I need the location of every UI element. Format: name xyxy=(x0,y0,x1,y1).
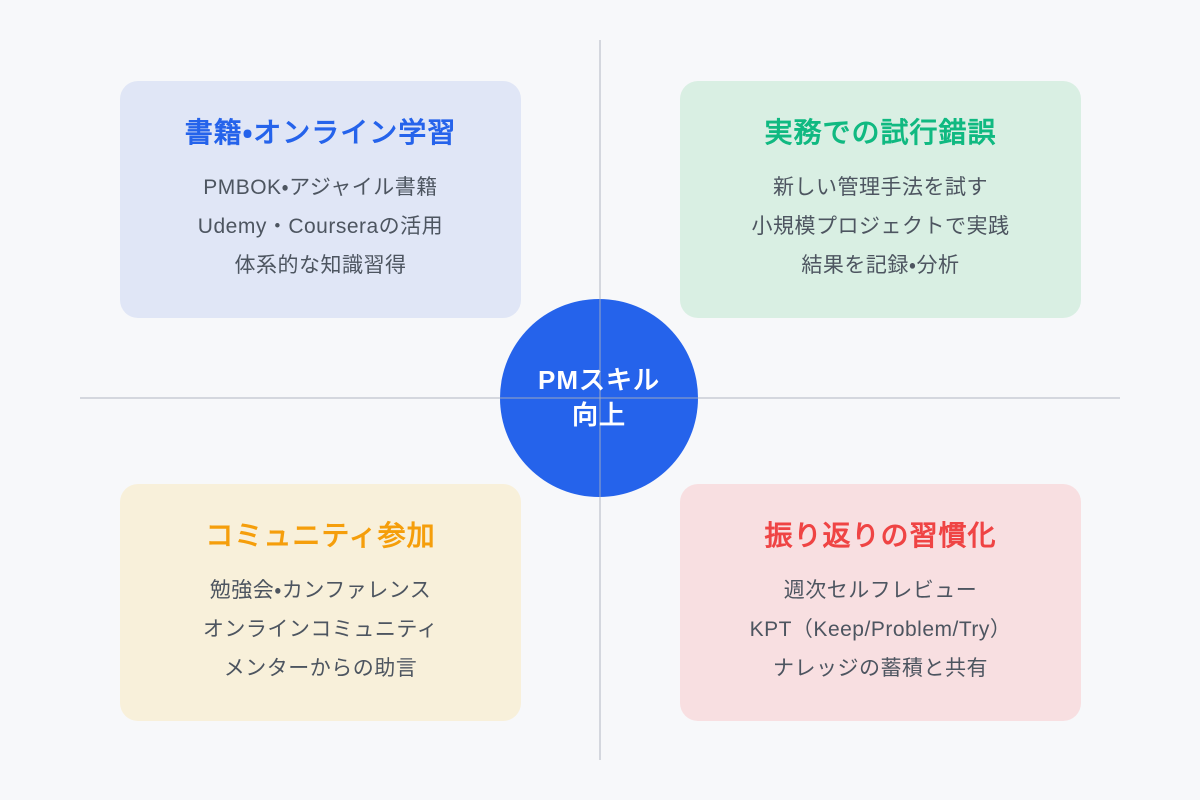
quadrant-card-reflection-habit: 振り返りの習慣化 週次セルフレビュー KPT（Keep/Problem/Try）… xyxy=(680,484,1081,721)
quadrant-item: 週次セルフレビュー xyxy=(783,579,978,602)
quadrant-item: ナレッジの蓄積と共有 xyxy=(773,657,988,680)
vertical-axis-line xyxy=(599,40,601,760)
quadrant-item: 体系的な知識習得 xyxy=(234,254,407,277)
quadrant-card-community-participation: コミュニティ参加 勉強会・カンファレンス オンラインコミュニティ メンターからの… xyxy=(120,484,521,721)
center-circle-label: PMスキル 向上 xyxy=(500,299,698,497)
quadrant-title: コミュニティ参加 xyxy=(205,520,436,551)
quadrant-item: メンターからの助言 xyxy=(223,657,418,680)
quadrant-card-books-online-learning: 書籍・オンライン学習 PMBOK・アジャイル書籍 Udemy・Courseraの… xyxy=(120,81,521,318)
quadrant-item: オンラインコミュニティ xyxy=(202,618,439,641)
quadrant-item: 結果を記録・分析 xyxy=(801,254,960,277)
horizontal-axis-line xyxy=(80,397,1120,399)
quadrant-card-practical-trial-and-error: 実務での試行錯誤 新しい管理手法を試す 小規模プロジェクトで実践 結果を記録・分… xyxy=(680,81,1081,318)
quadrant-item: 勉強会・カンファレンス xyxy=(209,579,432,602)
quadrant-item: 小規模プロジェクトで実践 xyxy=(751,215,1010,238)
quadrant-title: 振り返りの習慣化 xyxy=(764,520,997,551)
quadrant-title: 書籍・オンライン学習 xyxy=(184,117,457,148)
quadrant-title: 実務での試行錯誤 xyxy=(764,117,997,148)
center-label-line1: PMスキル xyxy=(537,365,660,395)
center-circle xyxy=(500,299,698,497)
quadrant-item: 新しい管理手法を試す xyxy=(773,176,988,199)
quadrant-item: PMBOK・アジャイル書籍 xyxy=(203,176,438,199)
quadrant-item: KPT（Keep/Problem/Try） xyxy=(749,618,1012,641)
quadrant-item: Udemy・Courseraの活用 xyxy=(197,215,444,238)
center-label-line2: 向上 xyxy=(571,400,626,430)
